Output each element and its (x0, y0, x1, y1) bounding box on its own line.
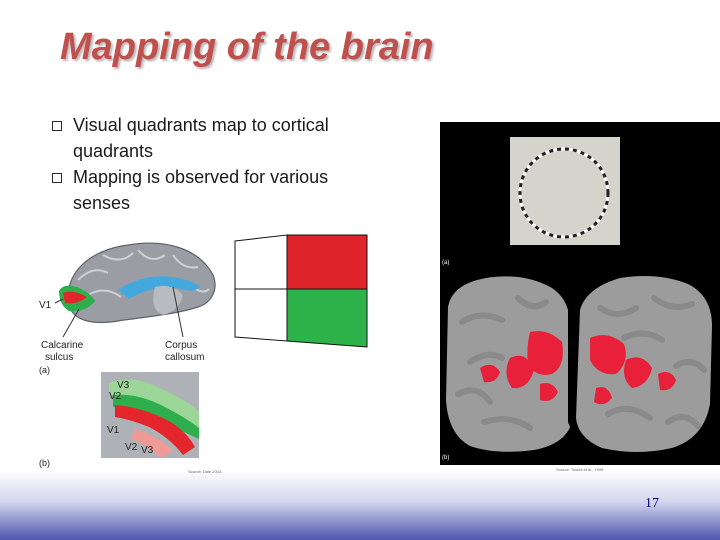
corpus-pointer (172, 286, 184, 338)
flattened-cortex-map (446, 276, 712, 452)
stimulus-panel (510, 137, 620, 245)
ring-stimulus-dark (518, 147, 610, 239)
label-v1-inset: V1 (107, 425, 120, 436)
label-calcarine: Calcarine (41, 340, 84, 351)
label-callosum: callosum (165, 352, 204, 363)
label-v2-bottom: V2 (125, 442, 138, 453)
fmri-activation-figure: (a) (b) Source: Tootell et al., 1998 (440, 122, 720, 472)
footer-gradient (0, 470, 720, 540)
label-panel-a: (a) (442, 260, 449, 266)
label-panel-b: (b) (39, 458, 50, 468)
lower-right-quadrant (286, 288, 368, 348)
figure-credit: Source: Tootell et al., 1998 (556, 467, 604, 472)
cortical-map-inset (101, 372, 199, 458)
page-number: 17 (645, 496, 659, 511)
bullet-item: Visual quadrants map to cortical quadran… (50, 112, 350, 164)
label-sulcus: sulcus (45, 352, 73, 363)
label-panel-b: (b) (442, 455, 449, 461)
v1-pointer (54, 298, 64, 304)
label-v1: V1 (39, 300, 52, 311)
figure-credit: Source: Dale 2003 (188, 469, 222, 474)
bullet-text: Mapping is observed for various senses (73, 167, 329, 213)
bullet-item: Mapping is observed for various senses (50, 164, 350, 216)
label-panel-a: (a) (39, 365, 50, 375)
hollow-square-bullet-icon (52, 121, 62, 131)
bullet-text: Visual quadrants map to cortical quadran… (73, 115, 329, 161)
brain-map-figure: V1 Calcarine sulcus Corpus callosum (a) … (39, 234, 368, 474)
upper-right-quadrant (286, 234, 368, 290)
slide-title: Mapping of the brain (60, 26, 434, 68)
visual-field-quadrants (234, 234, 368, 348)
hollow-square-bullet-icon (52, 173, 62, 183)
label-v3-bottom: V3 (141, 445, 154, 456)
medial-brain-illustration (59, 242, 216, 324)
label-v3-top: V3 (117, 380, 130, 391)
calcarine-pointer (62, 308, 80, 338)
bullet-list: Visual quadrants map to cortical quadran… (50, 112, 350, 216)
label-v2-top: V2 (109, 391, 122, 402)
label-corpus: Corpus (165, 340, 197, 351)
